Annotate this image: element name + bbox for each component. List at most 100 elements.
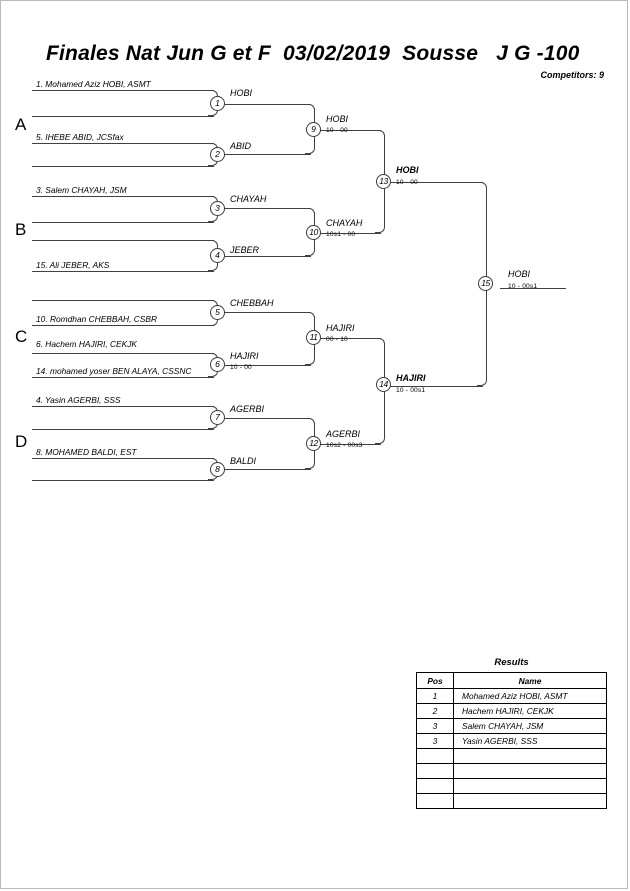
- competitor-label: 8. MOHAMED BALDI, EST: [36, 447, 137, 457]
- bracket-corner: [208, 240, 218, 251]
- match-winner-12: AGERBI: [326, 429, 361, 439]
- bracket-line: [32, 377, 214, 378]
- match-node-8[interactable]: 8: [210, 462, 225, 477]
- competitor-label: 4. Yasin AGERBI, SSS: [36, 395, 121, 405]
- match-score-12: 10s2 - 00s3: [326, 442, 363, 449]
- bracket-line: [32, 196, 214, 197]
- bracket-line: [320, 338, 381, 339]
- bracket-line: [32, 222, 214, 223]
- match-node-3[interactable]: 3: [210, 201, 225, 216]
- bracket-line: [390, 182, 483, 183]
- bracket-corner: [305, 418, 315, 428]
- result-position: 2: [416, 703, 454, 719]
- match-score-15: 10 - 00s1: [508, 283, 538, 290]
- match-node-6[interactable]: 6: [210, 357, 225, 372]
- bracket-line: [32, 300, 214, 301]
- bracket-corner: [305, 144, 315, 154]
- bracket-line: [225, 208, 311, 209]
- competitor-label: 5. IHEBE ABID, JCSfax: [36, 132, 124, 142]
- bracket-line: [320, 233, 381, 234]
- bracket-corner: [375, 434, 385, 444]
- table-header-row: Pos Name: [416, 672, 607, 689]
- bracket-corner: [375, 223, 385, 233]
- bracket-line: [225, 256, 311, 257]
- pool-letter-a: A: [15, 115, 27, 134]
- result-position: [416, 763, 454, 779]
- match-node-13[interactable]: 13: [376, 174, 391, 189]
- bracket-corner: [305, 246, 315, 256]
- match-score-6: 10 - 00: [230, 364, 252, 371]
- bracket-line: [225, 469, 311, 470]
- bracket-line: [32, 480, 214, 481]
- bracket-line: [32, 458, 214, 459]
- competitor-label: 14. mohamed yoser BEN ALAYA, CSSNC: [36, 366, 192, 376]
- match-winner-15: HOBI: [508, 269, 531, 279]
- match-node-11[interactable]: 11: [306, 330, 321, 345]
- bracket-line: [500, 288, 566, 289]
- result-position: 1: [416, 688, 454, 704]
- match-winner-14: HAJIRI: [396, 373, 426, 383]
- match-score-9: 10 - 00: [326, 127, 348, 134]
- result-name: Hachem HAJIRI, CEKJK: [453, 703, 607, 719]
- bracket-corner: [208, 90, 218, 99]
- match-node-4[interactable]: 4: [210, 248, 225, 263]
- competitor-label: 6. Hachem HAJIRI, CEKJK: [36, 339, 137, 349]
- match-node-10[interactable]: 10: [306, 225, 321, 240]
- competitor-label: 15. Ali JEBER, AKS: [36, 260, 110, 270]
- bracket-corner: [375, 130, 385, 140]
- match-winner-5: CHEBBAH: [230, 298, 274, 308]
- column-header-pos: Pos: [416, 672, 454, 689]
- bracket-corner: [208, 300, 218, 309]
- bracket-line: [32, 406, 214, 407]
- match-node-1[interactable]: 1: [210, 96, 225, 111]
- pool-letter-b: B: [15, 220, 27, 239]
- match-node-2[interactable]: 2: [210, 147, 225, 162]
- match-winner-10: CHAYAH: [326, 218, 363, 228]
- competitor-label: 10. Romdhan CHEBBAH, CSBR: [36, 314, 158, 324]
- match-node-14[interactable]: 14: [376, 377, 391, 392]
- bracket-line: [32, 143, 214, 144]
- bracket-corner: [208, 213, 218, 222]
- result-name: [453, 793, 607, 809]
- bracket-line: [32, 240, 214, 241]
- match-node-9[interactable]: 9: [306, 122, 321, 137]
- result-name: Mohamed Aziz HOBI, ASMT: [453, 688, 607, 704]
- bracket-line: [32, 325, 214, 326]
- result-name: [453, 763, 607, 779]
- bracket-line: [32, 271, 214, 272]
- match-score-11: 00 - 10: [326, 336, 348, 343]
- result-name: Yasin AGERBI, SSS: [453, 733, 607, 749]
- match-node-12[interactable]: 12: [306, 436, 321, 451]
- bracket-line: [32, 429, 214, 430]
- match-node-7[interactable]: 7: [210, 410, 225, 425]
- bracket-corner: [477, 182, 487, 192]
- bracket-corner: [305, 312, 315, 322]
- match-winner-8: BALDI: [230, 456, 257, 466]
- match-score-14: 10 - 00s1: [396, 387, 426, 394]
- match-winner-13: HOBI: [396, 165, 419, 175]
- bracket-corner: [208, 107, 218, 116]
- bracket-line: [390, 386, 483, 387]
- bracket-corner: [305, 355, 315, 365]
- bracket-line: [32, 166, 214, 167]
- bracket-line: [225, 365, 311, 366]
- result-name: Salem CHAYAH, JSM: [453, 718, 607, 734]
- bracket-line: [225, 418, 311, 419]
- bracket-corner: [208, 317, 218, 326]
- page-title: Finales Nat Jun G et F 03/02/2019 Sousse…: [46, 42, 580, 65]
- match-winner-6: HAJIRI: [230, 351, 259, 361]
- bracket-line: [225, 104, 311, 105]
- results-title: Results: [494, 657, 529, 668]
- match-score-13: 10 - 00: [396, 179, 418, 186]
- match-winner-11: HAJIRI: [326, 323, 355, 333]
- result-position: [416, 748, 454, 764]
- match-winner-7: AGERBI: [230, 404, 265, 414]
- competitor-label: 1. Mohamed Aziz HOBI, ASMT: [36, 79, 151, 89]
- match-node-15[interactable]: 15: [478, 276, 493, 291]
- result-position: [416, 778, 454, 794]
- match-node-5[interactable]: 5: [210, 305, 225, 320]
- bracket-line: [32, 90, 214, 91]
